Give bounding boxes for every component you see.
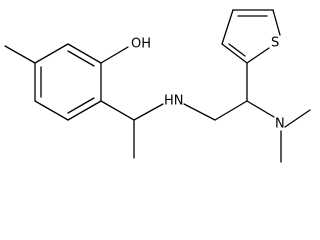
- ring-bond-c3-c4: [34, 43, 69, 64]
- thiophene-double-bond-c2-c3: [228, 43, 246, 57]
- ring-double-bond-c6-c1: [67, 97, 95, 114]
- ch2-to-ch-bond: [214, 100, 248, 121]
- n-methyl-right-bond: [284, 109, 311, 128]
- ch-to-nh-bond: [133, 103, 164, 121]
- molecule-structure-diagram: OH HN N S: [4, 9, 311, 163]
- phenol-ring: [34, 43, 102, 121]
- thiophene-ring: [221, 9, 281, 64]
- thiophene-bond-c3-c2: [221, 43, 248, 64]
- ring-bond-c2-c3: [67, 43, 102, 64]
- thiophene-bond-c4-c3: [221, 9, 234, 45]
- thiophene-sulfur-label: S: [271, 36, 279, 51]
- ring-bond-c6-c1: [67, 100, 102, 121]
- thiophene-bond-c2-s: [246, 47, 270, 64]
- amine-nh-label: HN: [164, 94, 184, 109]
- hydroxyl-label: OH: [131, 37, 151, 52]
- ch-to-n-bond: [246, 100, 275, 118]
- dimethylamine-n-label: N: [275, 117, 285, 132]
- hydroxyl-bond: [100, 46, 129, 64]
- ring-methyl-bond: [4, 45, 36, 64]
- nh-to-ch2-bond: [183, 103, 216, 121]
- ring-double-bond-c2-c3: [67, 50, 95, 67]
- thiophene-bond-s-c5: [272, 9, 281, 36]
- ring-to-ch-bond: [100, 100, 135, 121]
- ring-bond-c5-c6: [34, 100, 69, 121]
